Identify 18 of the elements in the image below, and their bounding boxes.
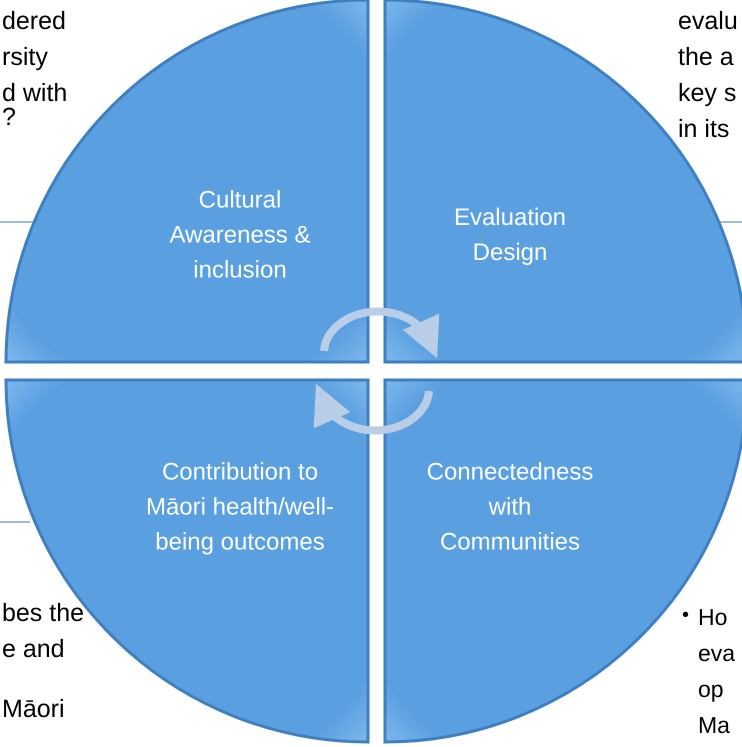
text-fragment: eva xyxy=(698,639,736,668)
text-fragment: Ho xyxy=(698,603,728,632)
text-fragment: Māori xyxy=(2,694,65,724)
text-fragment: dered xyxy=(2,6,66,36)
text-fragment: the a xyxy=(678,42,734,72)
segment-label: Connectedness with Communities xyxy=(426,458,594,558)
text-fragment: bes the xyxy=(2,598,84,628)
text-fragment: in its xyxy=(678,114,730,144)
segment-label: Contribution to Māori health/well-being outcomes xyxy=(144,458,336,558)
segment-label: Cultural Awareness & inclusion xyxy=(168,186,312,286)
text-fragment: Ma xyxy=(698,711,730,740)
text-fragment: • xyxy=(682,603,690,628)
text-fragment: evalu xyxy=(678,6,738,36)
text-fragment: e and xyxy=(2,634,65,664)
text-fragment: rsity xyxy=(2,42,48,72)
text-fragment: key s xyxy=(678,78,736,108)
segment-label: Evaluation Design xyxy=(452,203,568,268)
text-fragment: op xyxy=(698,675,724,704)
